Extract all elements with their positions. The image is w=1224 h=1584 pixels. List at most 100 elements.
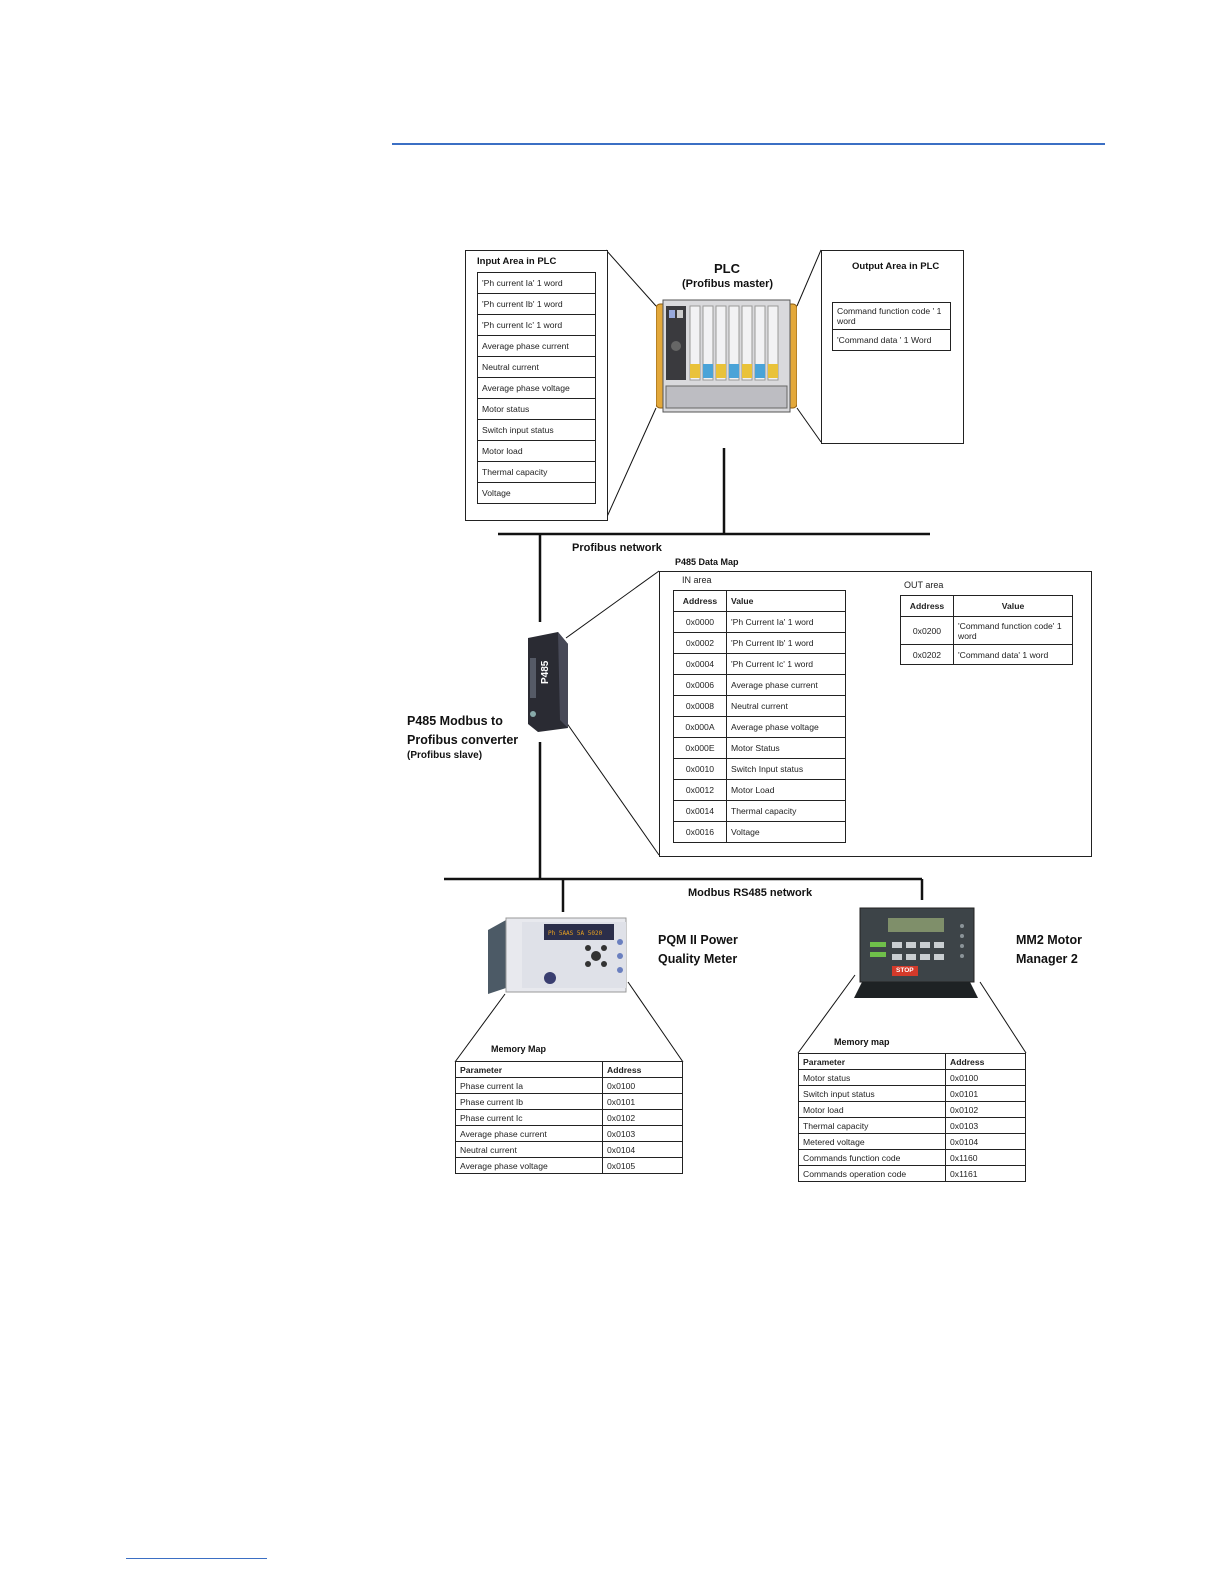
mm2-name-line1: MM2 Motor: [1016, 933, 1082, 947]
p485-in-row-cell: Thermal capacity: [726, 800, 846, 822]
p485-in-row-cell: 0x0008: [673, 695, 727, 717]
p485-out-area-title: OUT area: [904, 580, 944, 590]
p485-device-label: P485: [540, 660, 551, 684]
pqm-memory-row-cell: 0x0101: [602, 1093, 683, 1110]
p485-in-row-cell: Voltage: [726, 821, 846, 843]
mm2-memory-map-title: Memory map: [834, 1037, 890, 1047]
p485-in-row-cell: 0x0004: [673, 653, 727, 675]
pqm-header-parameter: Parameter: [455, 1061, 603, 1078]
plc-input-item-cell: 'Ph current Ia' 1 word: [477, 272, 596, 294]
p485-out-header-value: Value: [953, 595, 1073, 617]
p485-in-row-cell: 0x000A: [673, 716, 727, 738]
p485-out-row-cell: 'Command data' 1 word: [953, 644, 1073, 665]
pqm-memory-row-cell: 0x0103: [602, 1125, 683, 1142]
mm2-stop-button-label: STOP: [896, 967, 914, 974]
p485-in-table: Address Value 0x0000'Ph Current Ia' 1 wo…: [673, 590, 846, 843]
pqm-memory-row-cell: Average phase current: [455, 1125, 603, 1142]
plc-input-item-cell: Voltage: [477, 482, 596, 504]
mm2-memory-row-cell: Switch input status: [798, 1085, 946, 1102]
p485-out-row: 0x0200'Command function code' 1 word: [900, 616, 1073, 645]
pqm-memory-row-cell: Average phase voltage: [455, 1157, 603, 1174]
p485-data-map: IN area Address Value 0x0000'Ph Current …: [659, 571, 1092, 857]
p485-out-header-address: Address: [900, 595, 954, 617]
plc-input-item: Voltage: [477, 482, 596, 504]
plc-rack-image: [655, 298, 798, 416]
mm2-memory-row-cell: Metered voltage: [798, 1133, 946, 1150]
p485-in-row: 0x0004'Ph Current Ic' 1 word: [673, 653, 846, 675]
plc-input-item-cell: 'Ph current Ib' 1 word: [477, 293, 596, 315]
plc-input-item: 'Ph current Ic' 1 word: [477, 314, 596, 336]
plc-input-item-cell: Switch input status: [477, 419, 596, 441]
mm2-memory-row-cell: 0x0102: [945, 1101, 1026, 1118]
p485-in-area-title: IN area: [682, 575, 712, 585]
plc-input-item-cell: Average phase current: [477, 335, 596, 357]
plc-input-item-cell: Neutral current: [477, 356, 596, 378]
mm2-device-image: STOP: [852, 906, 980, 1002]
p485-in-row-cell: 'Ph Current Ic' 1 word: [726, 653, 846, 675]
plc-output-area: Output Area in PLC Command function code…: [821, 250, 964, 444]
pqm-device-image: Ph 5AAS 5A 5020: [484, 912, 630, 998]
plc-output-item: 'Command data ' 1 Word: [832, 329, 951, 351]
mm2-memory-row-cell: Commands function code: [798, 1149, 946, 1166]
footer-rule: [126, 1558, 267, 1559]
plc-input-item: Motor load: [477, 440, 596, 462]
pqm-memory-row-cell: 0x0102: [602, 1109, 683, 1126]
p485-in-row-cell: Average phase current: [726, 674, 846, 696]
p485-data-map-title: P485 Data Map: [675, 557, 739, 567]
p485-in-row-cell: 0x0002: [673, 632, 727, 654]
p485-in-row-cell: 0x0000: [673, 611, 727, 633]
p485-in-row-cell: 'Ph Current Ia' 1 word: [726, 611, 846, 633]
mm2-name-line2: Manager 2: [1016, 952, 1078, 966]
plc-input-item: Average phase voltage: [477, 377, 596, 399]
plc-input-item: Switch input status: [477, 419, 596, 441]
p485-out-table: Address Value 0x0200'Command function co…: [900, 595, 1073, 665]
pqm-memory-row-cell: Phase current Ia: [455, 1077, 603, 1094]
modbus-network-label: Modbus RS485 network: [688, 887, 813, 899]
pqm-name-line2: Quality Meter: [658, 952, 738, 966]
plc-input-table: 'Ph current Ia' 1 word'Ph current Ib' 1 …: [477, 272, 596, 504]
p485-device-image: P485: [522, 632, 572, 732]
p485-out-row-cell: 0x0200: [900, 616, 954, 645]
mm2-memory-row-cell: 0x1160: [945, 1149, 1026, 1166]
pqm-header-address: Address: [602, 1061, 683, 1078]
pqm-memory-row-cell: Neutral current: [455, 1141, 603, 1158]
svg-text:Ph 5AAS 5A 5020: Ph 5AAS 5A 5020: [548, 930, 603, 937]
p485-in-row: 0x0000'Ph Current Ia' 1 word: [673, 611, 846, 633]
p485-in-row-cell: Motor Status: [726, 737, 846, 759]
plc-input-item: Thermal capacity: [477, 461, 596, 483]
mm2-header-address: Address: [945, 1053, 1026, 1070]
mm2-header-parameter: Parameter: [798, 1053, 946, 1070]
mm2-memory-row-cell: 0x0101: [945, 1085, 1026, 1102]
mm2-memory-row-cell: 0x0103: [945, 1117, 1026, 1134]
pqm-memory-row-cell: 0x0105: [602, 1157, 683, 1174]
p485-in-header-address: Address: [673, 590, 727, 612]
mm2-memory-row-cell: 0x0100: [945, 1069, 1026, 1086]
plc-input-item: Average phase current: [477, 335, 596, 357]
p485-in-row-cell: 0x0016: [673, 821, 727, 843]
p485-role: (Profibus slave): [407, 750, 483, 761]
p485-in-header-value: Value: [726, 590, 846, 612]
p485-out-row-cell: 'Command function code' 1 word: [953, 616, 1073, 645]
p485-in-row-cell: 0x0006: [673, 674, 727, 696]
header-rule: [392, 143, 1105, 145]
mm2-memory-row-cell: 0x0104: [945, 1133, 1026, 1150]
